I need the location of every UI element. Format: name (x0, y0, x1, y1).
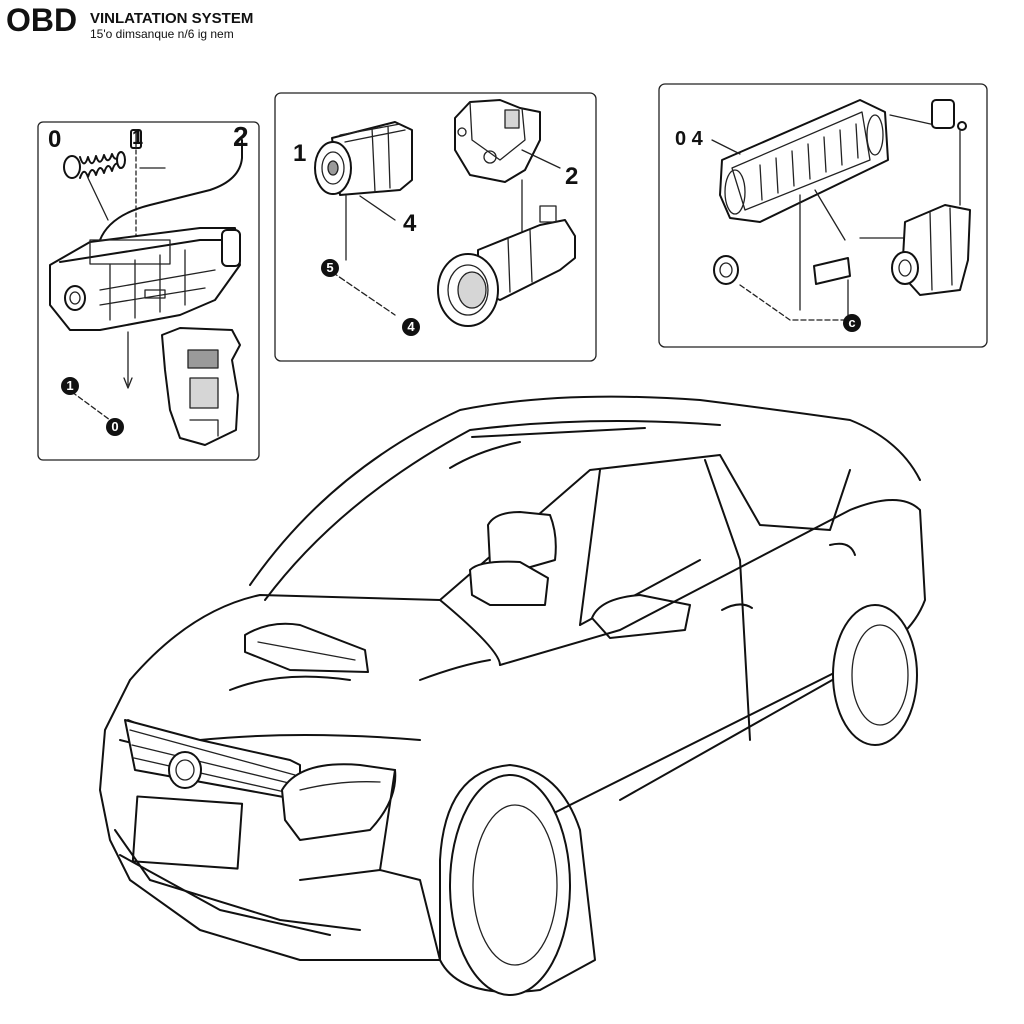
diagram-header: OBD VINLATATION SYSTEM 15'o dimsanque n/… (6, 2, 253, 41)
right-panel-frame (658, 83, 988, 348)
diagram-subtitle: 15'o dimsanque n/6 ig nem (90, 27, 234, 41)
left-callout-1-top: 1 (132, 127, 144, 149)
middle-bracket-part (454, 99, 541, 183)
right-small-ring (713, 255, 739, 285)
middle-callout-2: 2 (565, 163, 579, 190)
middle-callout-1: 1 (293, 140, 307, 167)
left-bracket-part (161, 327, 241, 446)
system-title: VINLATATION SYSTEM (90, 10, 254, 27)
right-connector-plug (931, 99, 967, 131)
middle-callout-5: 5 (321, 259, 339, 277)
left-callout-1-bottom: 1 (61, 377, 79, 395)
middle-callout-4-top: 4 (403, 210, 417, 237)
brand-label: OBD (6, 2, 78, 38)
right-callout-04: 0 4 (675, 128, 703, 150)
right-callout-c: c (843, 314, 861, 332)
middle-cylinder-part (314, 121, 413, 196)
right-vent-grille (719, 99, 889, 223)
right-actuator-part (891, 204, 971, 296)
car-outline (99, 395, 926, 996)
right-small-block (813, 257, 851, 285)
left-callout-0-bottom: 0 (106, 418, 124, 436)
left-blower-housing (49, 227, 241, 331)
left-small-clip (130, 129, 142, 149)
left-callout-2: 2 (233, 121, 249, 152)
middle-callout-4-bottom: 4 (402, 318, 420, 336)
left-panel-frame (37, 121, 260, 461)
left-callout-0-top: 0 (48, 126, 62, 153)
middle-panel-frame (274, 92, 597, 362)
middle-motor-part (437, 205, 576, 327)
left-spring-part (63, 151, 126, 179)
